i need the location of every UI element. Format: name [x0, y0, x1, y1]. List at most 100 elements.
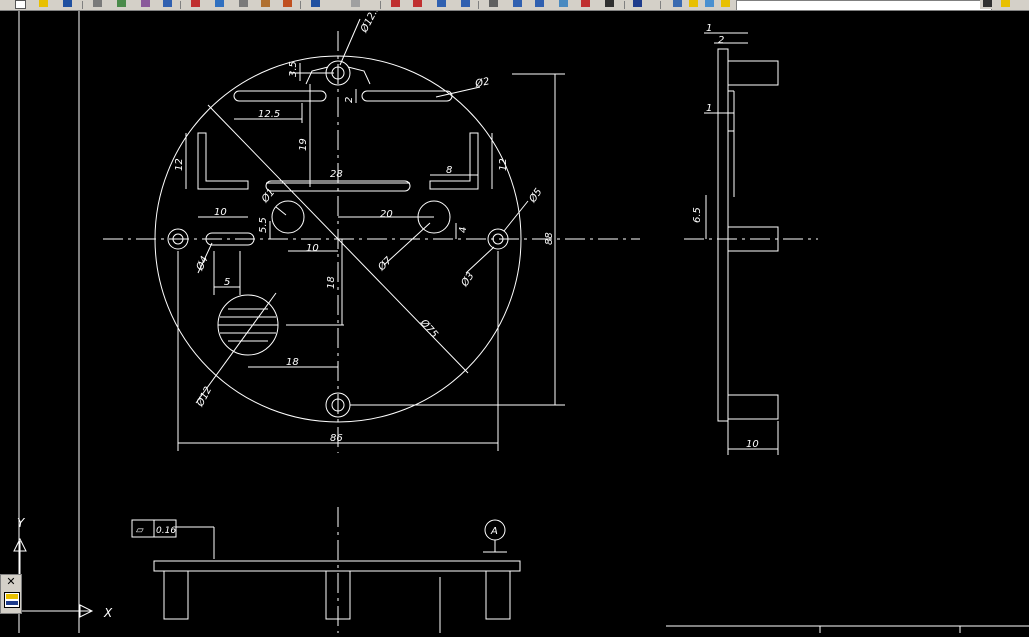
small-slot — [205, 232, 255, 246]
dim-text-5-5: 5.5 — [258, 217, 269, 233]
calculator-icon[interactable] — [556, 0, 570, 9]
side-text-10: 10 — [746, 439, 759, 450]
save-icon[interactable] — [60, 0, 74, 9]
layer-previous-icon[interactable] — [686, 0, 700, 9]
diameter-12-5-leader — [339, 18, 361, 66]
datum-letter: A — [490, 526, 498, 537]
diameter-2-leader — [435, 86, 481, 98]
zoom-previous-icon[interactable] — [410, 0, 424, 9]
toolbar-separator — [660, 1, 661, 9]
layer-freeze-icon[interactable] — [702, 0, 716, 9]
dim-text-d3: Ø3 — [458, 270, 477, 289]
drawing-svg: Ø12.5 Ø2 3.5 2 12.5 19 12 12 28 8 Ø5 Ø1 … — [13, 2, 1029, 633]
dim-text-2: 2 — [344, 97, 355, 103]
hole-d7-left — [271, 200, 305, 234]
dim-text-88: 88 — [544, 232, 555, 245]
dim-text-d1: Ø1 — [258, 186, 277, 205]
dim-text-d5: Ø5 — [526, 186, 545, 205]
plot-preview-icon[interactable] — [114, 0, 128, 9]
diameter-4-leader — [197, 242, 213, 274]
standard-toolbar — [0, 0, 1029, 11]
zoom-window-icon[interactable] — [388, 0, 402, 9]
open-icon[interactable] — [36, 0, 50, 9]
side-plate — [717, 48, 729, 422]
left-boss-circle — [167, 228, 189, 250]
dim-text-d4: Ø4 — [193, 254, 210, 273]
help-icon[interactable] — [630, 0, 644, 9]
dim-text-d2: Ø2 — [473, 75, 490, 90]
layer-tool-icon[interactable] — [4, 592, 20, 608]
help-icon[interactable] — [578, 0, 592, 9]
layer-state-icon[interactable] — [670, 0, 684, 9]
model-space-geometry — [13, 11, 1029, 633]
dim-text-86: 86 — [330, 433, 343, 444]
slot-top-left — [233, 90, 327, 102]
side-text-1-mid: 1 — [706, 103, 712, 114]
layer-lock-icon[interactable] — [718, 0, 732, 9]
zoom-realtime-icon[interactable] — [348, 0, 362, 9]
dim-text-10-top: 10 — [214, 207, 227, 218]
toolbar-separator — [300, 1, 301, 9]
diameter-12-leader — [195, 292, 277, 404]
dim-text-3-5: 3.5 — [288, 61, 299, 77]
ucs-y-label: Y — [17, 516, 26, 530]
diameter-1-leader — [275, 206, 287, 216]
properties-match-icon[interactable] — [998, 0, 1012, 9]
bottom-plate — [153, 560, 521, 572]
diameter-5-leader — [503, 200, 529, 232]
l-slot-right — [429, 132, 479, 190]
flatness-symbol: ⏥ — [136, 525, 144, 536]
dim-text-20: 20 — [380, 209, 393, 220]
floating-tool-panel: ✕ — [0, 574, 22, 614]
side-text-1-top: 1 — [706, 23, 712, 34]
toolbar-separator — [478, 1, 479, 9]
undo-icon[interactable] — [258, 0, 272, 9]
ucs-x-label: X — [103, 606, 113, 620]
copy-icon[interactable] — [188, 0, 202, 9]
dim-text-28: 28 — [330, 169, 343, 180]
dim-text-12-left: 12 — [174, 158, 185, 171]
close-icon[interactable]: ✕ — [6, 575, 16, 588]
dim-text-12-5: 12.5 — [258, 109, 280, 120]
cut-icon[interactable] — [160, 0, 174, 9]
slot-top-right — [361, 90, 453, 102]
diameter-7-leader — [383, 222, 431, 266]
dim-text-19: 19 — [298, 138, 309, 151]
left-hole-circle — [172, 233, 184, 245]
match-properties-icon[interactable] — [236, 0, 250, 9]
dropdown-arrow-icon[interactable] — [980, 0, 994, 9]
redo-icon[interactable] — [280, 0, 294, 9]
dim-text-10-mid: 10 — [306, 243, 319, 254]
new-icon[interactable] — [12, 0, 26, 9]
right-hole-circle — [492, 233, 504, 245]
markup-icon[interactable] — [532, 0, 546, 9]
dim-text-18-horizontal: 18 — [286, 357, 299, 368]
dim-text-d12-5: Ø12.5 — [358, 11, 383, 35]
design-center-icon[interactable] — [458, 0, 472, 9]
toolbar-separator — [624, 1, 625, 9]
right-boss-circle — [487, 228, 509, 250]
dim-text-12-right: 12 — [498, 158, 509, 171]
print-icon[interactable] — [90, 0, 104, 9]
l-slot-left — [197, 132, 249, 190]
pan-icon[interactable] — [308, 0, 322, 9]
paste-icon[interactable] — [212, 0, 226, 9]
toolbar-separator — [380, 1, 381, 9]
toolbar-separator — [82, 1, 83, 9]
toolbar-separator — [180, 1, 181, 9]
properties-icon[interactable] — [434, 0, 448, 9]
diameter-3-leader — [465, 246, 495, 274]
sheet-set-icon[interactable] — [510, 0, 524, 9]
layer-dropdown[interactable] — [736, 0, 992, 10]
layer-manager-icon[interactable] — [602, 0, 616, 9]
ucs-y-arrow — [13, 537, 27, 552]
tool-palettes-icon[interactable] — [486, 0, 500, 9]
dim-text-d75: Ø75 — [417, 316, 440, 340]
dim-text-5: 5 — [224, 277, 230, 288]
bottom-leg-right — [485, 570, 511, 620]
bottom-leg-left — [163, 570, 189, 620]
slot-center — [265, 180, 411, 192]
dim-text-18-vertical: 18 — [326, 276, 337, 289]
publish-icon[interactable] — [138, 0, 152, 9]
